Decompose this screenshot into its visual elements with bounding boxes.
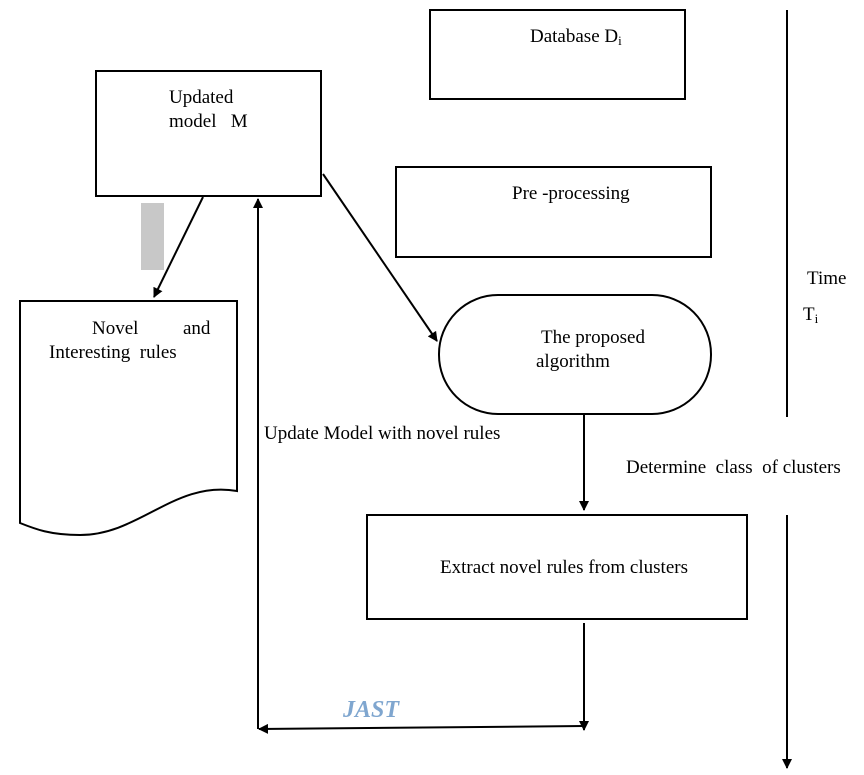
update-model-label: Update Model with novel rules [264, 423, 501, 444]
novel-rules-label-word2: and [183, 318, 211, 339]
determine-class-label: Determine class of clusters [626, 457, 841, 478]
arrow-feedback-horizontal [258, 723, 585, 734]
algorithm-terminator-shape [438, 294, 712, 415]
time-period-label: Ti [803, 304, 819, 326]
database-label: Database Di [530, 26, 622, 48]
novel-rules-label-word1: Novel [92, 318, 139, 339]
algorithm-label-line1: The proposed [541, 327, 645, 348]
time-label: Time [807, 268, 847, 289]
database-box: Database Di [429, 9, 686, 100]
grey-bar-artifact [141, 203, 164, 270]
jast-watermark: JAST [343, 697, 400, 723]
preprocessing-box: Pre -processing [395, 166, 712, 258]
updated-model-box: Updated model M [95, 70, 322, 197]
updated-model-label-line1: Updated [169, 87, 234, 108]
novel-rules-document-shape [19, 300, 238, 537]
algorithm-label-line2: algorithm [536, 351, 610, 372]
preprocessing-label: Pre -processing [512, 183, 630, 204]
arrow-model-to-algorithm [322, 173, 438, 342]
extract-rules-box: Extract novel rules from clusters [366, 514, 748, 620]
novel-rules-label-line2: Interesting rules [49, 342, 177, 363]
arrow-model-to-novel-rules [153, 196, 204, 298]
updated-model-label-line2: model M [169, 111, 248, 132]
extract-rules-label: Extract novel rules from clusters [440, 557, 688, 578]
